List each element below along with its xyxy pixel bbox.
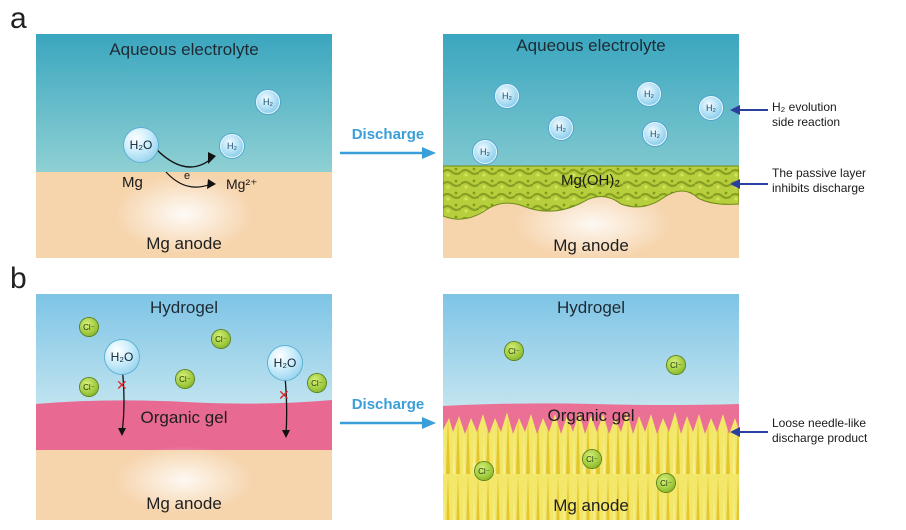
panel-title: Aqueous electrolyte	[516, 36, 666, 55]
discharge-arrow-a	[340, 147, 436, 159]
anode-glow	[114, 446, 254, 514]
discharge-arrow-b	[340, 417, 436, 429]
cl-ion: Cl⁻	[657, 474, 675, 492]
h2o-bubble: H₂O	[124, 128, 158, 162]
discharge-label-b: Discharge	[351, 396, 425, 413]
h2o-bubble: H₂O	[268, 346, 302, 380]
block-mark: ✕	[116, 377, 128, 393]
reaction-arrow-head	[208, 152, 216, 164]
panel-b-hydrogel-before: ✕ ✕ Hydrogel H₂O H₂O Cl⁻ Cl⁻ Cl⁻ Cl⁻ Cl⁻…	[36, 294, 332, 520]
reaction-arrow-curve	[155, 148, 212, 168]
anode-label: Mg anode	[553, 496, 629, 515]
panel-title: Hydrogel	[149, 298, 219, 317]
block-mark: ✕	[278, 387, 290, 403]
cl-ion: Cl⁻	[475, 462, 493, 480]
h2-bubble: H₂	[220, 134, 244, 158]
cl-ion: Cl⁻	[505, 342, 523, 360]
h2-bubble: H₂	[495, 84, 519, 108]
mg-ion-label: Mg²⁺	[226, 176, 258, 192]
anode-label: Mg anode	[553, 236, 629, 255]
h2-bubble: H₂	[637, 82, 661, 106]
cl-ion: Cl⁻	[583, 450, 601, 468]
h2-bubble: H₂	[473, 140, 497, 164]
electrolyte-region	[36, 34, 332, 172]
hydrogel-region	[443, 294, 739, 406]
note-arrow-b	[730, 427, 768, 437]
cl-ion: Cl⁻	[212, 330, 230, 348]
anode-label: Mg anode	[146, 494, 222, 513]
note-h2-evolution: H₂ evolution side reaction	[772, 100, 841, 129]
cl-ion: Cl⁻	[667, 356, 685, 374]
panel-label-a: a	[10, 2, 27, 35]
passive-layer-label: Mg(OH)₂	[561, 172, 621, 189]
cl-ion: Cl⁻	[80, 378, 98, 396]
cl-ion: Cl⁻	[80, 318, 98, 336]
panel-a-left-background	[36, 34, 332, 258]
mg-ion-arrow	[165, 171, 212, 188]
h2o-bubble: H₂O	[105, 340, 139, 374]
organic-gel-label: Organic gel	[547, 406, 635, 425]
note-arrows-a	[730, 105, 768, 189]
h2-bubble: H₂	[699, 96, 723, 120]
passive-layer	[443, 165, 739, 220]
discharge-label-a: Discharge	[351, 126, 425, 143]
panel-b-hydrogel-after: Hydrogel Cl⁻ Cl⁻ Cl⁻ Cl⁻ Cl⁻ Organic gel…	[443, 294, 739, 520]
panel-a-aqueous-before: Aqueous electrolyte H₂O H₂ H₂ Mg e Mg²⁺ …	[36, 34, 332, 258]
cl-ion: Cl⁻	[176, 370, 194, 388]
panel-title: Aqueous electrolyte	[109, 40, 259, 59]
organic-gel-region	[36, 400, 332, 450]
cl-ion: Cl⁻	[308, 374, 326, 392]
note-needle-product: Loose needle-like discharge product	[772, 416, 868, 445]
h2-bubble: H₂	[549, 116, 573, 140]
h2-bubble: H₂	[643, 122, 667, 146]
anode-label: Mg anode	[146, 234, 222, 253]
panel-a-aqueous-after: Aqueous electrolyte H₂ H₂ H₂ H₂ H₂ H₂ Mg…	[443, 34, 739, 258]
mg-label: Mg	[122, 174, 143, 191]
panel-title: Hydrogel	[556, 298, 626, 317]
organic-gel-label: Organic gel	[140, 408, 228, 427]
mg-ion-arrow-head	[207, 179, 216, 189]
h2-bubble: H₂	[256, 90, 280, 114]
electron-label: e	[184, 170, 191, 182]
note-passive-layer: The passive layer inhibits discharge	[772, 166, 867, 195]
anode-glow	[114, 174, 254, 254]
panel-label-b: b	[10, 262, 27, 295]
